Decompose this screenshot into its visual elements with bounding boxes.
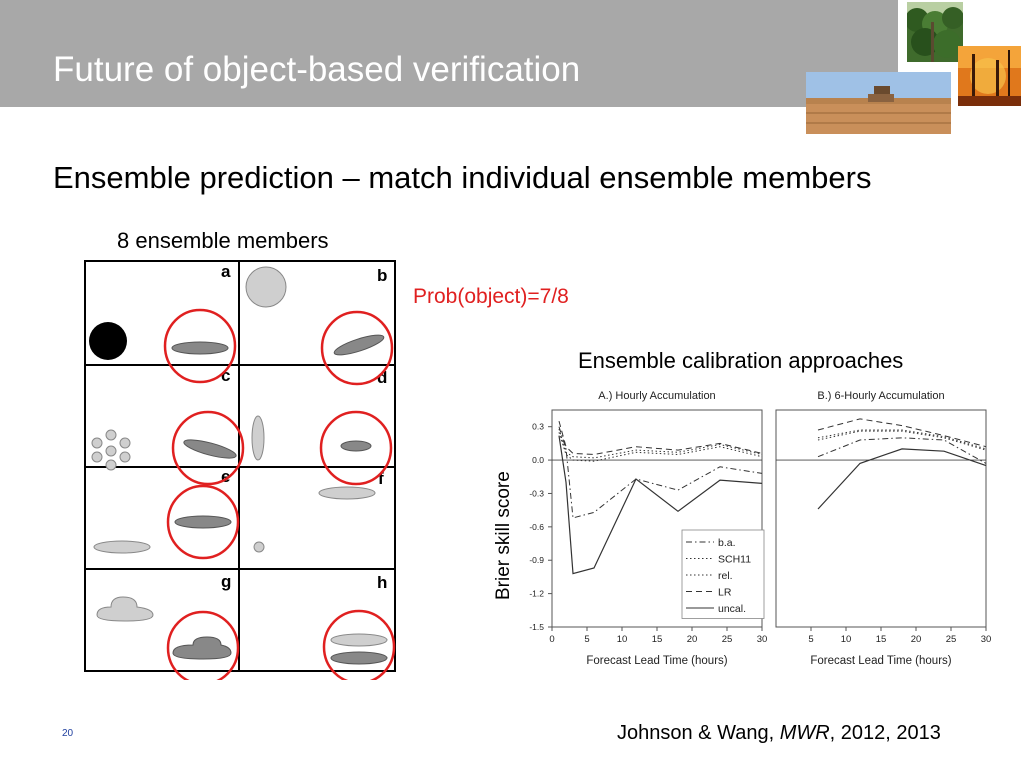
- panel-letter: c: [221, 366, 230, 385]
- brier-skill-score-label: Brier skill score: [493, 471, 514, 600]
- match-highlight-circle: [320, 310, 394, 386]
- x-tick-label: 10: [841, 634, 852, 645]
- small-object: [253, 541, 265, 553]
- match-highlight-circle: [322, 609, 396, 680]
- chart-title: B.) 6-Hourly Accumulation: [817, 390, 944, 402]
- y-tick-label: 0.0: [532, 455, 544, 465]
- page-number: 20: [62, 728, 74, 739]
- panel-letter: a: [221, 262, 231, 281]
- slide-title: Future of object-based verification: [53, 50, 581, 89]
- match-highlight-circle: [163, 308, 237, 384]
- series-line-lr: [817, 418, 987, 448]
- y-tick-label: -1.2: [529, 589, 544, 599]
- panel-letter: e: [221, 467, 230, 486]
- chart-title: A.) Hourly Accumulation: [598, 390, 715, 402]
- small-object-cluster: [91, 429, 131, 471]
- chart-panel-6-hourly: B.) 6-Hourly Accumulation 5 10 15 20 25 30Fore…: [775, 390, 992, 667]
- circle-object: [245, 266, 287, 308]
- x-axis-label: Forecast Lead Time (hours): [586, 655, 727, 667]
- vertical-object: [251, 415, 265, 461]
- panel-letter: b: [377, 266, 387, 285]
- series-line-ba: [558, 426, 763, 519]
- x-tick-label: 15: [876, 634, 887, 645]
- x-tick-label: 0: [549, 634, 554, 645]
- legend-label: LR: [718, 587, 732, 599]
- series-line-rel: [558, 432, 763, 462]
- black-object: [89, 322, 127, 360]
- matched-object: [330, 633, 388, 647]
- calibration-label: Ensemble calibration approaches: [578, 348, 904, 373]
- series-line-sch11: [817, 429, 987, 450]
- citation-journal: MWR: [779, 722, 830, 744]
- series-line-ba: [817, 437, 987, 464]
- match-highlight-circle: [319, 410, 393, 486]
- y-tick-label: -1.5: [529, 622, 544, 632]
- citation-authors: Johnson & Wang,: [617, 722, 780, 744]
- panel-letter: h: [377, 573, 387, 592]
- panel-letter: f: [378, 469, 384, 488]
- matched-object: [172, 636, 232, 660]
- ensemble-grid: a b c d e f g h: [84, 260, 396, 680]
- x-tick-label: 10: [617, 634, 628, 645]
- y-tick-label: -0.6: [529, 522, 544, 532]
- legend-label: rel.: [718, 570, 733, 582]
- x-tick-label: 30: [757, 634, 768, 645]
- object: [96, 596, 154, 622]
- y-tick-label: 0.3: [532, 422, 544, 432]
- legend-label: uncal.: [718, 603, 746, 615]
- x-tick-label: 5: [808, 634, 813, 645]
- matched-object: [174, 515, 232, 529]
- legend-label: b.a.: [718, 537, 736, 549]
- match-highlight-circle: [166, 610, 240, 680]
- panel-letter: d: [377, 368, 387, 387]
- x-tick-label: 25: [722, 634, 733, 645]
- series-line-uncal: [558, 435, 763, 575]
- citation-years: , 2012, 2013: [829, 722, 941, 744]
- citation: Johnson & Wang, MWR, 2012, 2013: [617, 722, 941, 745]
- match-highlight-circle: [171, 410, 245, 486]
- x-tick-label: 30: [981, 634, 992, 645]
- panel-letter: g: [221, 572, 231, 591]
- match-highlight-circle: [166, 484, 240, 560]
- x-tick-label: 15: [652, 634, 663, 645]
- y-tick-label: -0.3: [529, 488, 544, 498]
- harvest-photo: [806, 72, 951, 134]
- matched-object: [171, 341, 229, 355]
- x-tick-label: 25: [946, 634, 957, 645]
- probability-label: Prob(object)=7/8: [413, 285, 569, 308]
- brier-skill-score-chart: A.) Hourly Accumulation 0 5 10 15 20 25 30Forec…: [529, 390, 992, 667]
- legend-box: [681, 529, 765, 619]
- plot-frame: [775, 409, 987, 628]
- x-axis-label: Forecast Lead Time (hours): [810, 655, 951, 667]
- forest-photo: [907, 2, 963, 62]
- matched-object: [340, 440, 372, 452]
- slide-subtitle: Ensemble prediction – match individual e…: [53, 160, 872, 195]
- x-tick-label: 5: [584, 634, 589, 645]
- series-line-rel: [817, 430, 987, 451]
- object: [93, 540, 151, 554]
- fire-photo: [958, 46, 1021, 106]
- ensemble-members-label: 8 ensemble members: [117, 228, 329, 253]
- x-tick-label: 20: [911, 634, 922, 645]
- x-tick-label: 20: [687, 634, 698, 645]
- matched-object: [330, 651, 388, 665]
- matched-object: [318, 486, 376, 500]
- matched-object: [183, 439, 237, 459]
- title-bar: Future of object-based verification: [0, 0, 898, 107]
- y-tick-label: -0.9: [529, 555, 544, 565]
- matched-object: [333, 334, 385, 356]
- series-line-uncal: [817, 448, 987, 510]
- chart-panel-hourly: A.) Hourly Accumulation 0 5 10 15 20 25 30Forec…: [529, 390, 767, 667]
- legend-label: SCH11: [718, 554, 751, 566]
